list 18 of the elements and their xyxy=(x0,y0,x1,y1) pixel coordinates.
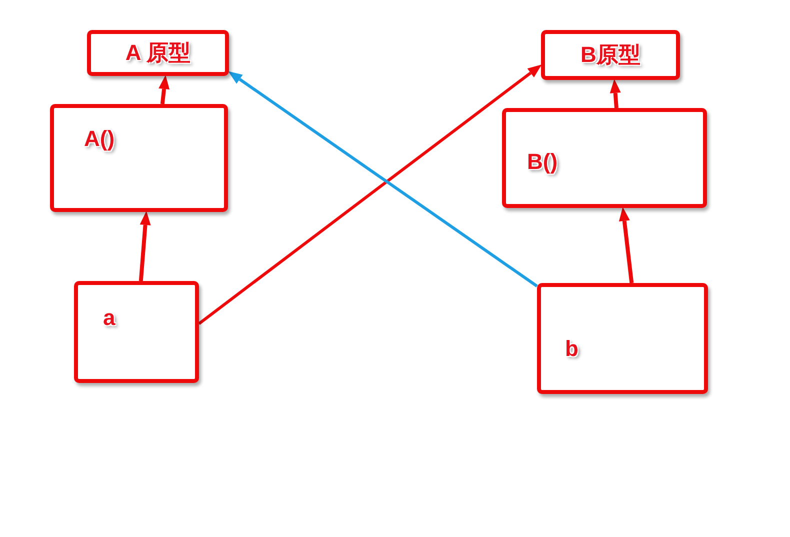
node-label: a xyxy=(103,306,116,330)
arrow xyxy=(618,207,634,284)
node-box xyxy=(50,104,228,212)
node-label: B() xyxy=(527,150,558,174)
node-box xyxy=(541,30,680,80)
arrow xyxy=(228,71,538,288)
arrow xyxy=(138,211,151,282)
node-box xyxy=(537,283,708,394)
node-label: b xyxy=(565,337,578,362)
node-box xyxy=(87,30,229,76)
arrow xyxy=(158,75,170,104)
arrow xyxy=(198,64,542,325)
arrow xyxy=(610,79,621,108)
node-box xyxy=(74,281,199,383)
node-label: A() xyxy=(84,127,115,152)
node-label: B原型 xyxy=(580,42,640,68)
node-label: A 原型 xyxy=(125,40,191,66)
node-box xyxy=(502,108,707,208)
